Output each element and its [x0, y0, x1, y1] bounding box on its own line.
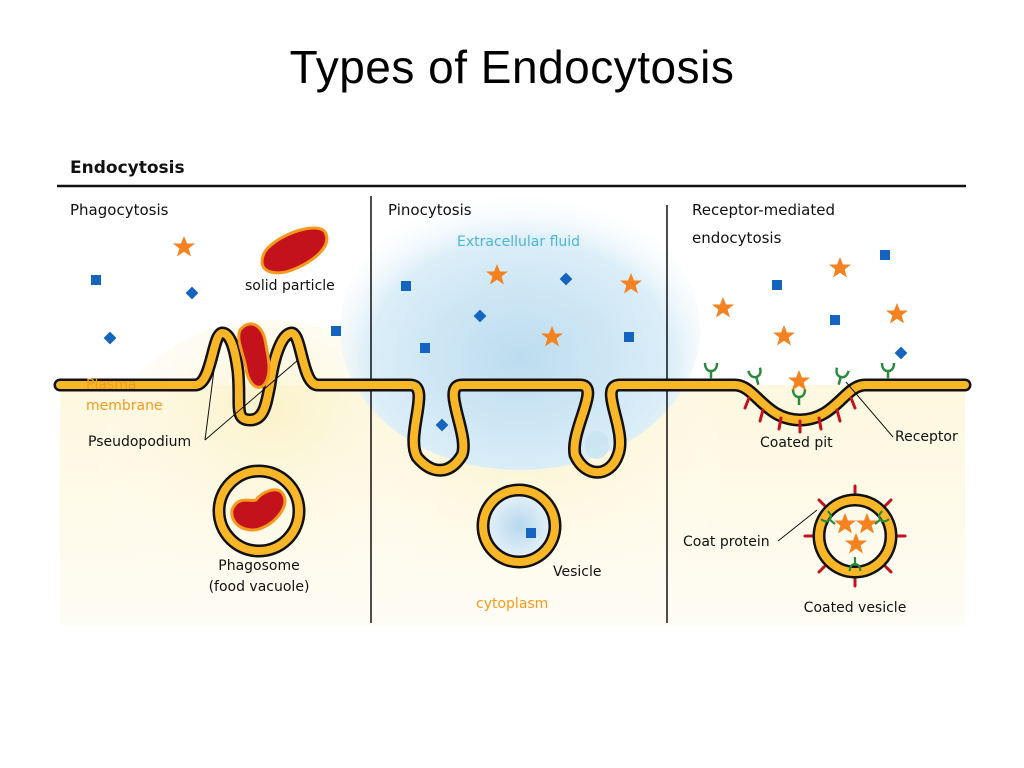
pinocytosis-title: Pinocytosis [388, 201, 472, 219]
solid-particle-label: solid particle [245, 278, 335, 294]
extracellular-fluid-label: Extracellular fluid [457, 234, 580, 250]
square-molecule-icon [880, 250, 890, 260]
receptor-icon [703, 361, 719, 380]
vesicle-label: Vesicle [553, 564, 602, 580]
square-molecule-icon [401, 281, 411, 291]
star-molecule-icon [173, 236, 195, 257]
receptor-label: Receptor [895, 429, 958, 445]
diamond-molecule-icon [103, 331, 117, 345]
receptor-icon [831, 366, 850, 388]
receptor-leader [845, 381, 894, 438]
pseudopodium-label: Pseudopodium [88, 434, 191, 450]
coat-protein-icon [743, 396, 857, 434]
coat-protein-leader [777, 509, 818, 542]
diagram-heading: Endocytosis [70, 158, 185, 178]
star-molecule-icon [829, 257, 851, 278]
plasma-membrane-label-line1: Plasma [86, 377, 136, 393]
square-molecule-icon [91, 275, 101, 285]
square-molecule-icon [830, 315, 840, 325]
star-molecule-icon [712, 297, 734, 318]
coated-vesicle-label: Coated vesicle [804, 600, 907, 616]
vesicle-fluid [483, 490, 555, 562]
square-molecule-icon [526, 528, 536, 538]
coated-vesicle [803, 484, 907, 588]
coated-pit-label: Coated pit [760, 435, 833, 451]
slide-title: Types of Endocytosis [289, 41, 735, 93]
star-molecule-icon [773, 325, 795, 346]
square-molecule-icon [331, 326, 341, 336]
receptor-icon [747, 366, 766, 388]
pseudopodium-leader-left [204, 369, 215, 441]
plasma-membrane-label-line2: membrane [86, 398, 163, 414]
phagocytosis-title: Phagocytosis [70, 201, 169, 219]
receptor-icon [880, 361, 896, 380]
phagosome-label-line2: (food vacuole) [209, 579, 310, 595]
diamond-molecule-icon [894, 346, 908, 360]
pinocytosis-section: Vesicle cytoplasm [401, 264, 642, 612]
square-molecule-icon [624, 332, 634, 342]
star-molecule-icon [886, 303, 908, 324]
cytoplasm-label: cytoplasm [476, 596, 548, 612]
square-molecule-icon [772, 280, 782, 290]
diamond-molecule-icon [185, 286, 199, 300]
receptor-mediated-title-line1: Receptor-mediated [692, 201, 835, 219]
engulfed-particle [237, 322, 271, 389]
phagosome-label-line1: Phagosome [218, 558, 299, 574]
receptor-mediated-section: Coated pit Receptor Coat protein [683, 250, 958, 616]
phagosome-particle [230, 488, 287, 532]
receptor-mediated-title-line2: endocytosis [692, 229, 782, 247]
solid-particle [260, 226, 329, 275]
square-molecule-icon [420, 343, 430, 353]
coat-protein-label: Coat protein [683, 534, 770, 550]
plasma-membrane [53, 326, 972, 479]
extracellular-fluid-background [340, 190, 700, 470]
phagocytosis-section: solid particle Plasma membrane Pseudopod… [86, 226, 341, 595]
pseudopodium-leader-right [204, 359, 299, 441]
